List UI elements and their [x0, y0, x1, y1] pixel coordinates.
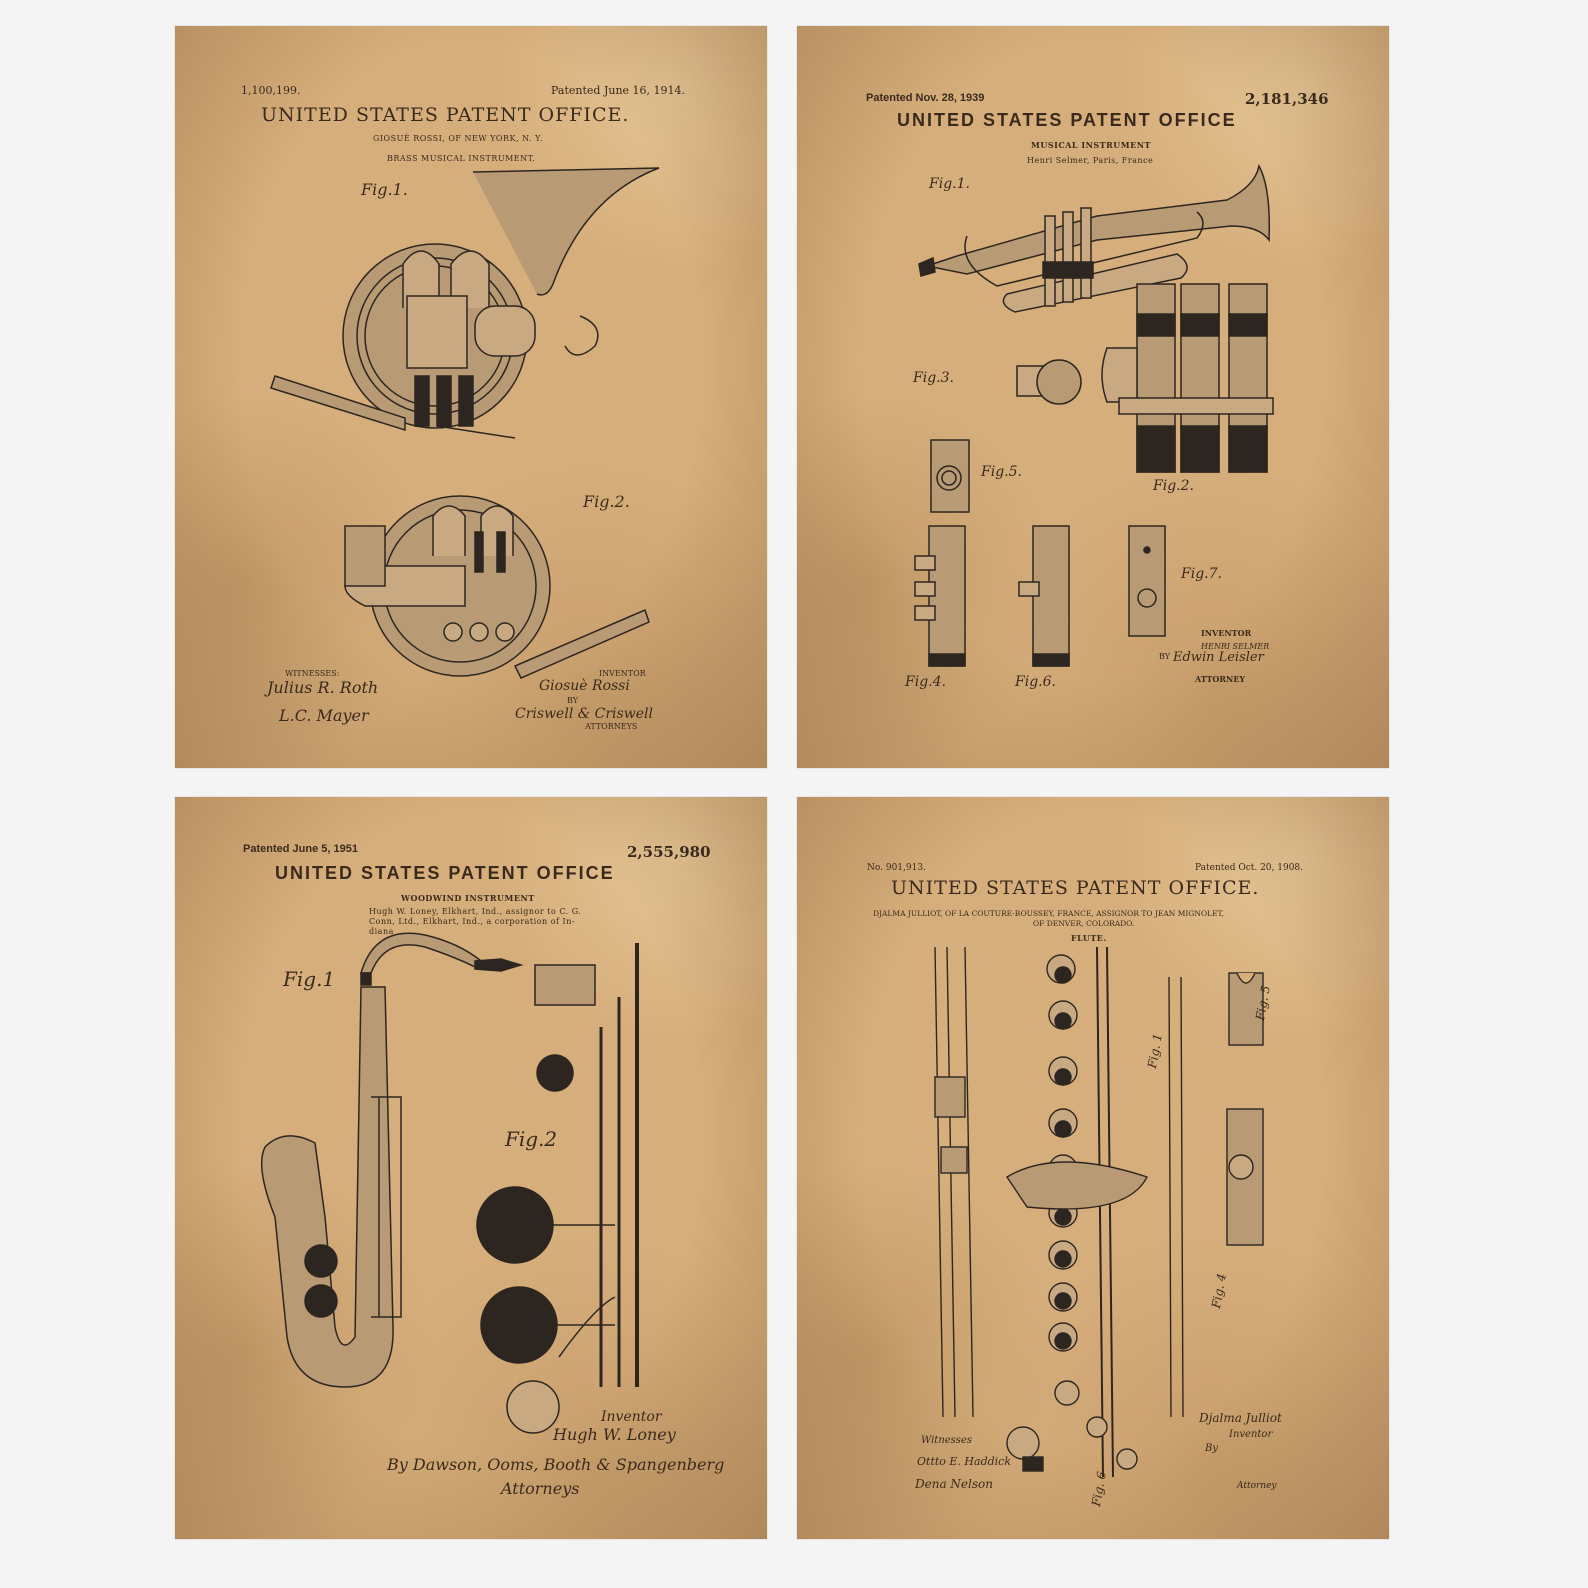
- trumpet-drawing: [914, 163, 1274, 667]
- attorneys-label: Attorneys: [501, 1479, 580, 1498]
- fig-3-label: Fig.3.: [913, 370, 954, 386]
- inventor-name: HENRI SELMER: [1201, 642, 1270, 651]
- witness-signature-1: Ottto E. Haddick: [917, 1455, 1011, 1468]
- inventor-label: Inventor: [601, 1409, 662, 1425]
- office-heading: UNITED STATES PATENT OFFICE: [275, 863, 615, 883]
- patent-number: No. 901,913.: [867, 863, 926, 873]
- inventor-label: Inventor: [1229, 1429, 1273, 1440]
- patent-date: Patented Oct. 20, 1908.: [1195, 863, 1304, 873]
- flute-drawing: [934, 946, 1264, 1478]
- inventor-line: GIOSUÈ ROSSI, OF NEW YORK, N. Y.: [373, 134, 543, 143]
- office-heading: UNITED STATES PATENT OFFICE.: [261, 104, 630, 126]
- fig-1-label: Fig.1.: [929, 176, 970, 192]
- patent-poster-saxophone: Patented June 5, 1951 2,555,980 UNITED S…: [175, 797, 767, 1539]
- patent-date: Patented June 5, 1951: [243, 843, 358, 855]
- fig-1-label: Fig.1: [283, 967, 336, 991]
- witnesses-label: Witnesses: [921, 1435, 972, 1446]
- inventor-line-1: Hugh W. Loney, Elkhart, Ind., assignor t…: [369, 907, 582, 916]
- inventor-signature: Hugh W. Loney: [553, 1425, 676, 1444]
- patent-poster-french-horn: 1,100,199. Patented June 16, 1914. UNITE…: [175, 26, 767, 768]
- attorneys-label: ATTORNEYS: [585, 722, 638, 731]
- witness-signature-2: Dena Nelson: [915, 1477, 993, 1491]
- fig-6-label: Fig.6.: [1015, 674, 1056, 690]
- office-heading: UNITED STATES PATENT OFFICE: [897, 110, 1237, 130]
- patent-date: Patented Nov. 28, 1939: [866, 92, 985, 104]
- inventor-line-2: Conn, Ltd., Elkhart, Ind., a corporation…: [369, 917, 576, 926]
- by-label: BY: [567, 696, 579, 705]
- witness-signature-1: Julius R. Roth: [267, 678, 379, 697]
- inventor-signature: Djalma Julliot: [1199, 1411, 1282, 1425]
- patent-title: WOODWIND INSTRUMENT: [401, 893, 535, 903]
- attorney-label: Attorney: [1237, 1481, 1277, 1491]
- fig-7-label: Fig.7.: [1181, 566, 1222, 582]
- attorney-signature: Edwin Leisler: [1173, 650, 1264, 665]
- saxophone-drawing: [260, 932, 639, 1434]
- patent-number: 1,100,199.: [241, 84, 301, 97]
- patent-date: Patented June 16, 1914.: [551, 84, 686, 97]
- fig-5-label: Fig.5.: [981, 464, 1022, 480]
- fig-4-label: Fig.4.: [905, 674, 946, 690]
- patent-title: BRASS MUSICAL INSTRUMENT.: [387, 154, 536, 163]
- office-heading: UNITED STATES PATENT OFFICE.: [891, 877, 1260, 899]
- inventor-signature: Giosuè Rossi: [539, 678, 630, 694]
- inventor-line: Henri Selmer, Paris, France: [1027, 156, 1154, 165]
- attorneys-signature: By Dawson, Ooms, Booth & Spangenberg: [387, 1455, 725, 1474]
- by-label: By: [1205, 1443, 1218, 1454]
- inventor-line-2: OF DENVER, COLORADO.: [1033, 919, 1135, 928]
- patent-title: MUSICAL INSTRUMENT: [1031, 140, 1151, 150]
- fig-2-label: Fig.2: [505, 1127, 558, 1151]
- patent-poster-trumpet: Patented Nov. 28, 1939 2,181,346 UNITED …: [797, 26, 1389, 768]
- inventor-label: INVENTOR: [599, 669, 646, 678]
- inventor-line-1: DJALMA JULLIOT, OF LA COUTURE-BOUSSEY, F…: [873, 909, 1224, 918]
- witnesses-label: WITNESSES:: [285, 669, 340, 678]
- patent-title: FLUTE.: [1071, 933, 1107, 943]
- witness-signature-2: L.C. Mayer: [279, 706, 369, 725]
- patent-number: 2,181,346: [1245, 90, 1329, 108]
- attorney-signature: Criswell & Criswell: [515, 706, 653, 722]
- fig-1-label: Fig.1.: [361, 180, 408, 199]
- french-horn-drawing: [270, 167, 660, 679]
- inventor-label: INVENTOR: [1201, 628, 1252, 638]
- attorney-label: ATTORNEY: [1195, 674, 1246, 684]
- patent-number: 2,555,980: [627, 843, 711, 861]
- by-label: BY: [1159, 652, 1171, 661]
- inventor-line-3: diana: [369, 927, 394, 936]
- patent-poster-flute: No. 901,913. Patented Oct. 20, 1908. UNI…: [797, 797, 1389, 1539]
- fig-2-label: Fig.2.: [583, 492, 630, 511]
- fig-2-label: Fig.2.: [1153, 478, 1194, 494]
